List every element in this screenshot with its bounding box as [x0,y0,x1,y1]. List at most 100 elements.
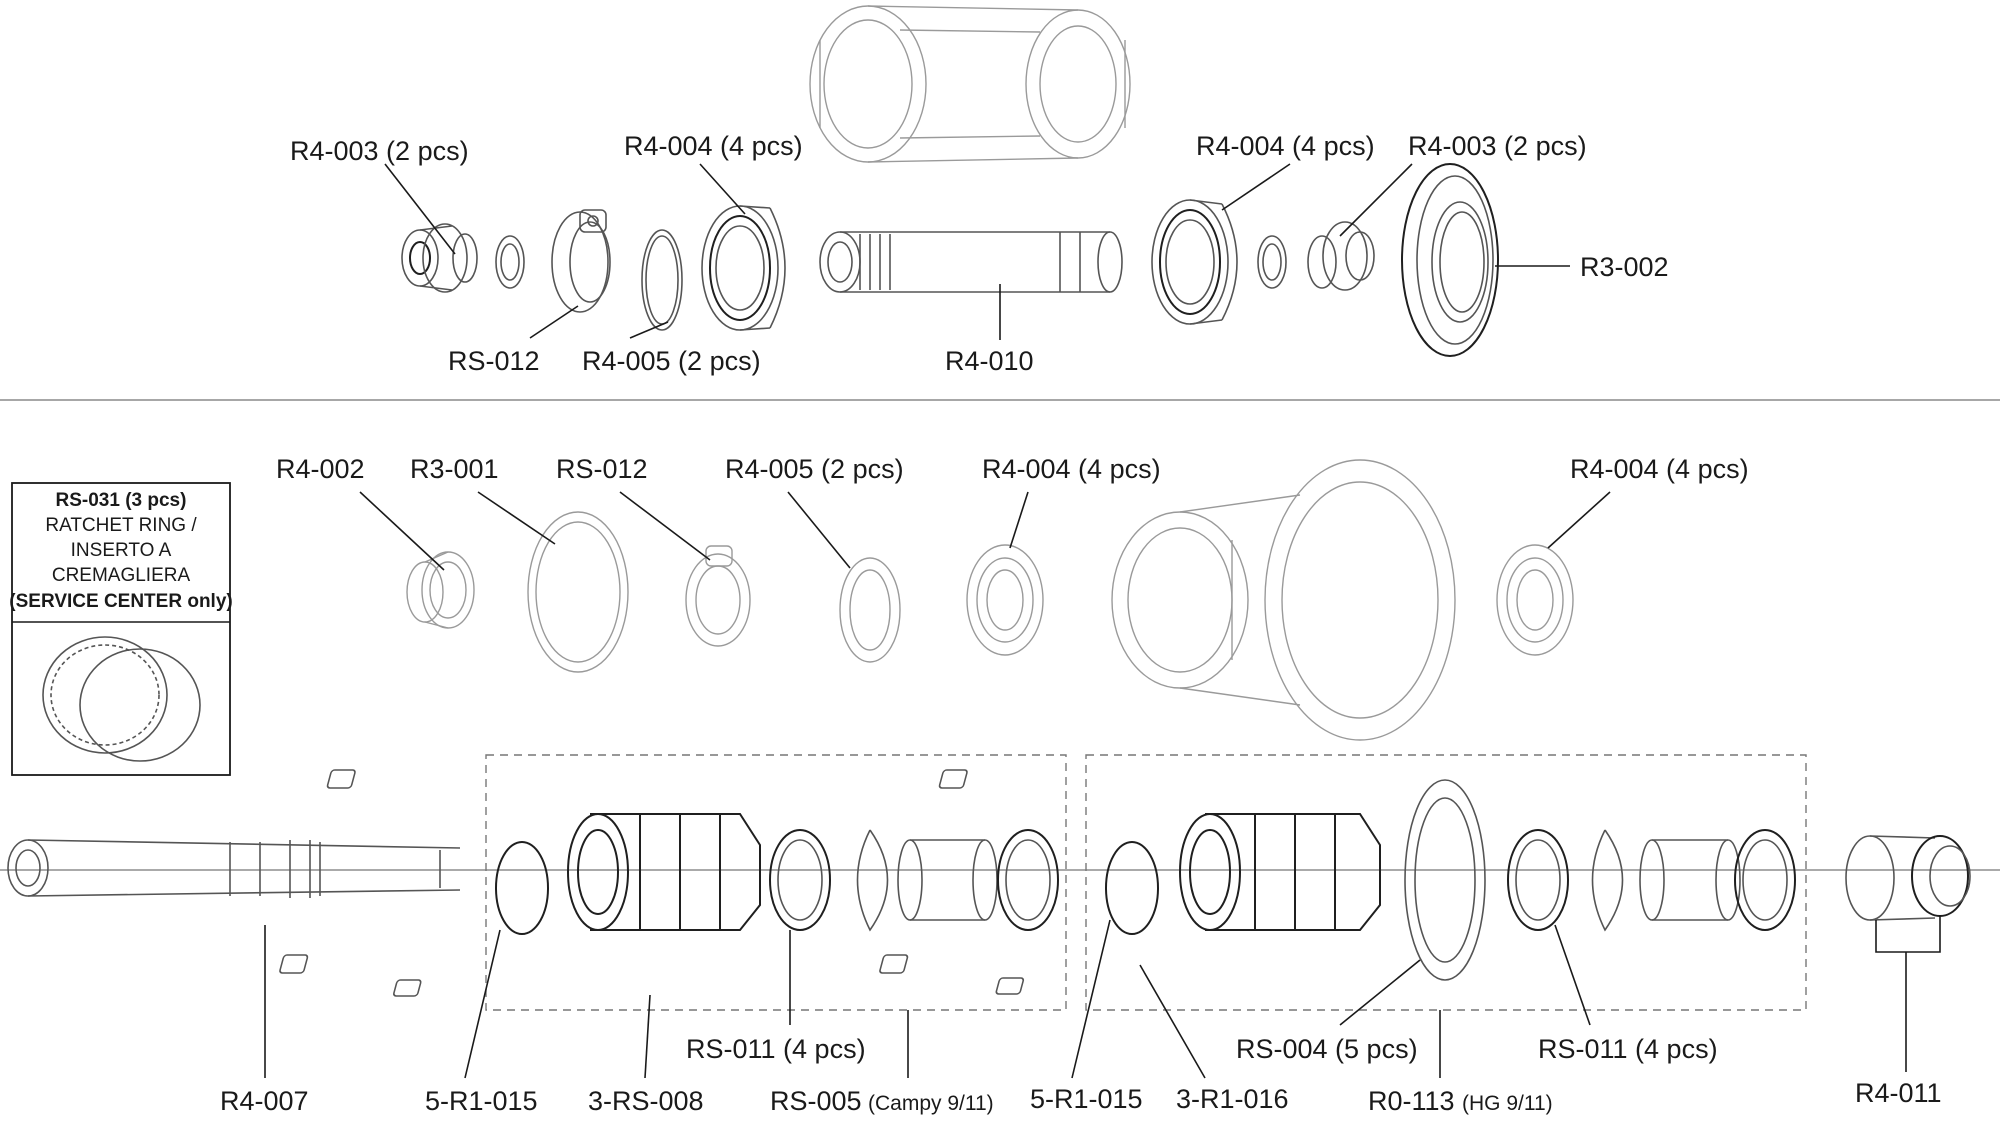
label-r3-002: R3-002 [1580,252,1669,282]
part-rs-004-ring [1404,779,1486,981]
label-r4-002: R4-002 [276,454,365,484]
part-small-oring-left [495,235,525,289]
inset-rs-031: RS-031 (3 pcs) RATCHET RING / INSERTO A … [9,482,233,776]
leader-rs-011-right [1554,924,1591,1026]
leader-r4-003-right [1339,163,1413,237]
label-rs-004: RS-004 (5 pcs) [1236,1034,1418,1064]
label-r4-003-left: R4-003 (2 pcs) [290,136,469,166]
part-5-r1-015-left [495,841,549,935]
label-rs-011-right: RS-011 (4 pcs) [1538,1034,1718,1064]
label-rs-011-left: RS-011 (4 pcs) [686,1034,866,1064]
part-campy-freehub-body [567,813,761,931]
label-3-r1-016: 3-R1-016 [1176,1084,1289,1114]
leader-r4-004-middle-left [1009,491,1029,549]
part-r4-010-axle [819,231,1123,293]
label-r4-007: R4-007 [220,1086,309,1116]
label-r4-004-middle-right: R4-004 (4 pcs) [1570,454,1749,484]
part-rs-012-top [551,209,611,313]
inset-note: (SERVICE CENTER only) [9,591,232,612]
part-rs-011-left [769,829,831,931]
inset-title: RS-031 (3 pcs) [56,490,187,511]
leader-r4-011-bracket [1875,915,1941,953]
part-r4-004-top-left [701,205,786,331]
part-r4-005-middle [839,557,901,663]
leader-3-r1-016 [1139,964,1206,1079]
label-r0-113-note: (HG 9/11) [1462,1092,1553,1115]
leader-r4-004-right [1221,163,1291,211]
part-5-r1-015-right [1105,841,1159,935]
leader-rs-004 [1339,959,1421,1026]
leader-r4-003-left [384,163,456,255]
label-3-rs-008: 3-RS-008 [588,1086,704,1116]
inset-line-1: RATCHET RING / [45,515,197,536]
pawl-3-rs-008 [392,979,422,997]
label-rs-005: RS-005 [770,1086,862,1116]
label-r4-005-top: R4-005 (2 pcs) [582,346,761,376]
part-r4-011 [1845,835,1971,921]
part-r3-001 [527,511,629,673]
part-r4-005-top [641,229,683,331]
label-r3-001: R3-001 [410,454,499,484]
leader-r4-002 [359,491,445,571]
part-rs-005-clip [856,829,889,932]
campy-freehub-box [485,754,1067,1011]
label-r4-005-middle: R4-005 (2 pcs) [725,454,904,484]
leader-rs-012-middle [619,491,711,561]
leader-r4-005-middle [787,491,851,569]
part-r4-004-top-right [1151,199,1238,325]
rear-hub-upper-group: RS-031 (3 pcs) RATCHET RING / INSERTO A … [9,454,1749,776]
label-r4-004-right: R4-004 (4 pcs) [1196,131,1375,161]
label-r0-113: R0-113 [1368,1086,1455,1116]
part-r4-004-middle-left [966,544,1044,656]
part-rs-012-middle [685,545,751,647]
leader-r4-004-left [699,163,746,215]
leader-3-rs-008 [644,994,651,1079]
part-small-oring-right [1257,235,1287,289]
pawl-bottom-right [879,954,909,974]
leader-rs-012-top [529,305,579,339]
pawl-top-right [938,769,968,789]
leader-r3-001 [477,491,556,545]
rear-hub-body [1111,459,1456,741]
front-hub-group: R4-003 (2 pcs) R4-004 (4 pcs) R4-004 (4 … [290,5,1669,376]
pawl-right-lower [995,977,1025,995]
label-r4-011: R4-011 [1855,1078,1942,1108]
label-rs-012-top: RS-012 [448,346,540,376]
part-r4-003-right [1307,221,1375,291]
part-r4-007-axle [7,839,461,898]
label-r4-004-middle-left: R4-004 (4 pcs) [982,454,1161,484]
inset-line-3: CREMAGLIERA [52,565,191,586]
label-rs-012-middle: RS-012 [556,454,648,484]
pawl-bottom-left [279,954,309,974]
part-rs-011-right [1507,829,1569,931]
part-r4-003-left [401,223,478,293]
ratchet-ring-illustration [42,636,201,762]
part-shimano-freehub-body [1179,813,1381,931]
leader-r4-005-top [629,321,669,339]
front-hub-body [809,5,1131,163]
label-r4-004-left: R4-004 (4 pcs) [624,131,803,161]
rear-axle-freehub-group: R4-007 5-R1-015 3-RS-008 RS-011 (4 pcs) … [0,754,2000,1116]
part-clip-right [1591,829,1624,932]
inset-line-2: INSERTO A [71,540,172,561]
part-r4-002 [406,551,475,629]
label-r4-003-right: R4-003 (2 pcs) [1408,131,1587,161]
part-spacer-sleeve-right [1639,839,1741,921]
part-r3-002 [1401,163,1499,357]
label-r4-010: R4-010 [945,346,1034,376]
leader-5-r1-015-left [464,929,501,1079]
part-spacer-sleeve-left [897,839,998,921]
leader-r4-004-middle-right [1547,491,1611,549]
part-bearing-campy-right [997,829,1059,931]
label-5-r1-015-left: 5-R1-015 [425,1086,538,1116]
part-bearing-shimano-right [1734,829,1796,931]
label-rs-005-note: (Campy 9/11) [868,1092,994,1115]
part-r4-004-middle-right [1496,544,1574,656]
part-small-oring-left-inner [500,243,520,281]
label-5-r1-015-right: 5-R1-015 [1030,1084,1143,1114]
leader-5-r1-015-right [1071,919,1111,1079]
pawl-top-left [326,769,356,789]
shimano-freehub-box [1085,754,1807,1011]
